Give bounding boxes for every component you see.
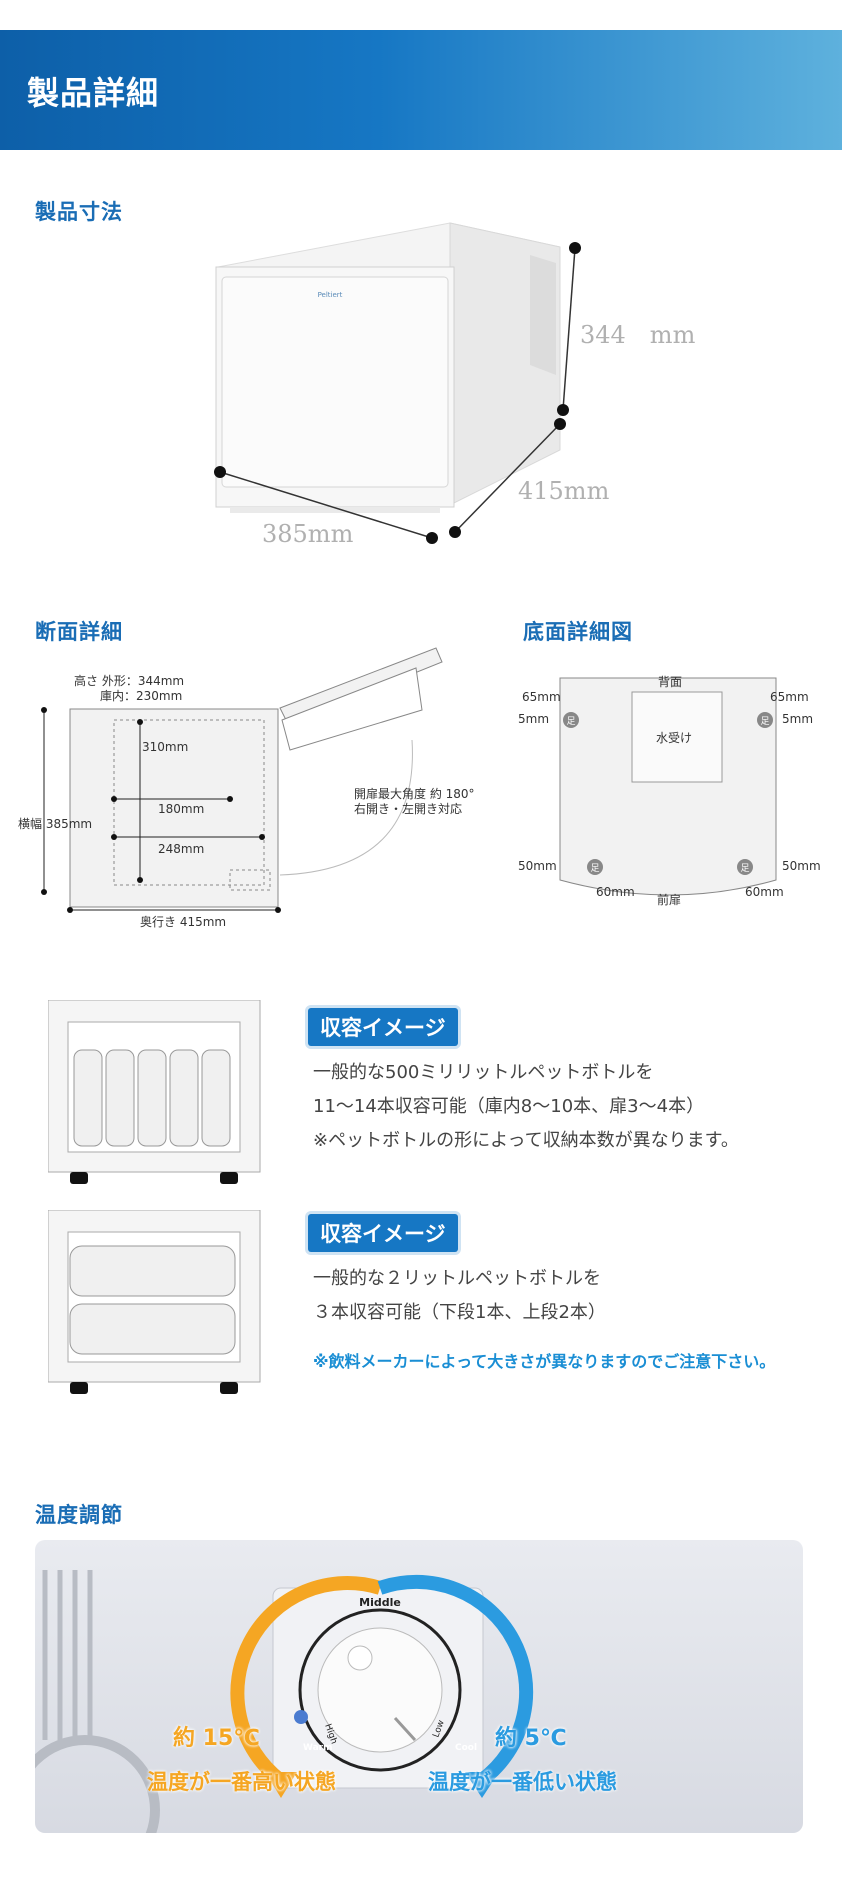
dimensions-title: 製品寸法: [35, 200, 123, 224]
capacity-500ml-line2: 11～14本収容可能（庫内8～10本、扉3～4本）: [313, 1096, 705, 1117]
warm-state-label: 温度が一番高い状態: [147, 1770, 336, 1794]
inner-width-248-label: 248mm: [158, 842, 205, 856]
capacity-2l-badge: 収容イメージ: [308, 1214, 458, 1252]
bl-60-label: 60mm: [596, 885, 635, 899]
back-label: 背面: [658, 675, 683, 689]
door-open-label: 右開き・左開き対応: [354, 802, 463, 816]
cool-temp-label: 約 5℃: [495, 1726, 567, 1751]
tl-65-label: 65mm: [522, 690, 561, 704]
side-width-label: 横幅 385mm: [18, 817, 93, 831]
height-label: 344 mm: [580, 321, 696, 349]
temperature-photo: Middle High Low Warm Cool 約 15℃ 温度が一番高い状…: [35, 1540, 803, 1833]
height-outer-label: 高さ 外形：344mm: [74, 674, 185, 688]
capacity-500ml-badge: 収容イメージ: [308, 1008, 458, 1046]
foot-tl: 足: [566, 716, 575, 727]
fridge-illustration: Peltiert: [215, 222, 561, 513]
tr-65-label: 65mm: [770, 690, 809, 704]
front-label: 前扉: [657, 893, 682, 907]
warm-label: Warm: [303, 1743, 333, 1753]
depth-dim-label: 奥行き 415mm: [140, 915, 227, 929]
fridge-logo: Peltiert: [318, 291, 343, 299]
page-header: 製品詳細: [0, 30, 842, 150]
tr-5-label: 5mm: [782, 712, 814, 726]
height-inner-label: 庫内：230mm: [100, 689, 183, 703]
br-60-label: 60mm: [745, 885, 784, 899]
inner-height-label: 310mm: [142, 740, 189, 754]
capacity-2l-line2: ３本収容可能（下段1本、上段2本）: [313, 1302, 606, 1323]
bottom-view-diagram: 足 足 足 足: [559, 677, 777, 896]
warm-temp-label: 約 15℃: [173, 1726, 260, 1751]
foot-br: 足: [740, 863, 749, 874]
cross-section-diagram: [41, 647, 443, 913]
tl-5-label: 5mm: [518, 712, 550, 726]
capacity-2l-line1: 一般的な２リットルペットボトルを: [313, 1268, 601, 1289]
width-label: 385mm: [262, 520, 354, 548]
capacity-500ml-line1: 一般的な500ミリリットルペットボトルを: [313, 1062, 654, 1083]
page-title: 製品詳細: [27, 74, 160, 112]
depth-label: 415mm: [518, 477, 610, 505]
capacity-500ml-line3: ※ペットボトルの形によって収納本数が異なります。: [313, 1130, 739, 1151]
br-50-label: 50mm: [782, 859, 821, 873]
foot-tr: 足: [760, 716, 769, 727]
bl-50-label: 50mm: [518, 859, 557, 873]
temperature-dial-graphic: Middle High Low Warm Cool: [35, 1570, 534, 1833]
inner-width-180-label: 180mm: [158, 802, 205, 816]
door-angle-label: 開扉最大角度 約 180°: [354, 787, 475, 801]
capacity-2l-illustration: [48, 1210, 261, 1394]
dimension-lines: [214, 242, 581, 544]
water-tray-label: 水受け: [656, 731, 693, 745]
capacity-note: ※飲料メーカーによって大きさが異なりますのでご注意下さい。: [313, 1352, 776, 1371]
dial-middle-label: Middle: [359, 1596, 401, 1609]
foot-bl: 足: [590, 863, 599, 874]
capacity-500ml-illustration: [48, 1000, 261, 1184]
cool-state-label: 温度が一番低い状態: [428, 1770, 617, 1794]
bottom-view-title: 底面詳細図: [523, 620, 633, 644]
cool-label: Cool: [455, 1743, 477, 1753]
cross-section-title: 断面詳細: [35, 620, 123, 644]
temperature-title: 温度調節: [35, 1503, 123, 1527]
